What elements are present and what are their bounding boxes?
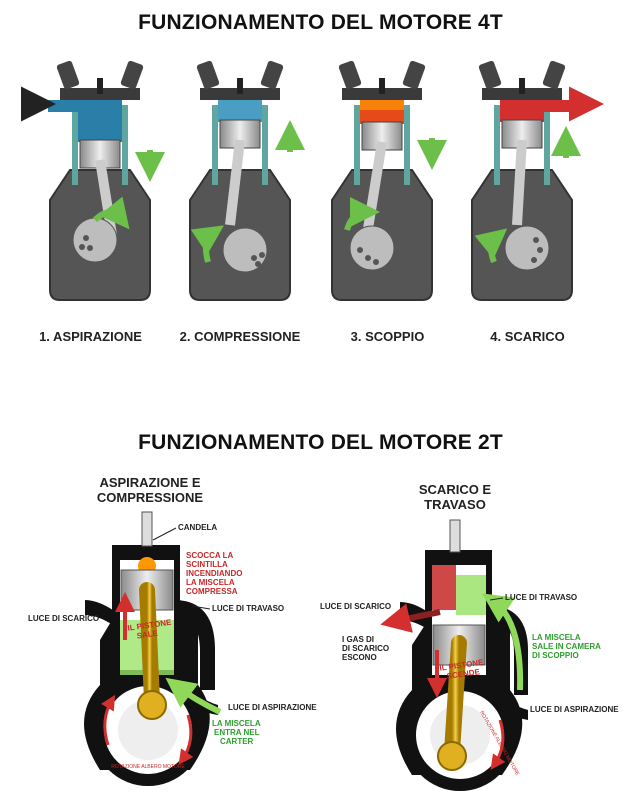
connecting-rod [444,635,467,760]
svg-text:ENTRA NEL: ENTRA NEL [214,728,260,737]
svg-text:INCENDIANDO: INCENDIANDO [186,569,242,578]
exhaust-gas-arrow [380,603,441,633]
rotation-arrow [92,196,130,230]
label-miscela-camera: LA MISCELA SALE IN CAMERA DI SCOPPIO [532,633,601,660]
svg-text:DI SCARICO: DI SCARICO [342,644,389,653]
cylinder-wall-left [72,105,78,185]
engine-2t-scarico: SCARICO E TRAVASO LUCE DI SCARICO LUCE D… [320,482,619,791]
label-luce-travaso-right: LUCE DI TRAVASO [505,593,577,602]
label-scintilla: SCOCCA LA SCINTILLA INCENDIANDO LA MISCE… [186,551,242,596]
intake-mixture-arrow [165,677,222,715]
rotation-arrow-right [490,719,506,770]
exhaust-valve [120,60,144,90]
engine-2t-aspirazione: ASPIRAZIONE E COMPRESSIONE CANDELA [28,475,317,786]
svg-text:LA MISCELA: LA MISCELA [186,578,235,587]
intake-port [486,690,528,720]
spark-plug [449,519,461,553]
spark-plug [97,78,103,94]
svg-text:SCINTILLA: SCINTILLA [186,560,228,569]
rotation-arrow-left [100,694,116,746]
engine-4t-compressione [189,60,305,301]
svg-text:LA MISCELA: LA MISCELA [212,719,261,728]
crankshaft [504,225,550,271]
stage-label-aspirazione: 1. ASPIRAZIONE [39,329,142,344]
combustion-chamber [218,100,262,122]
label-luce-aspirazione-right: LUCE DI ASPIRAZIONE [530,705,619,714]
label-luce-scarico-right: LUCE DI SCARICO [320,602,391,611]
rotation-arrow [344,197,380,231]
exhaust-port [544,100,572,112]
engine-4t-scarico [471,60,604,301]
intake-port [48,100,78,112]
exhaust-port [85,600,120,630]
svg-text:ESCONO: ESCONO [342,653,377,662]
svg-text:LA MISCELA: LA MISCELA [532,633,581,642]
label-miscela-carter: LA MISCELA ENTRA NEL CARTER [212,719,261,746]
rotation-arrow [474,228,508,264]
title-4t: FUNZIONAMENTO DEL MOTORE 4T [138,11,503,34]
intake-valve [56,60,80,90]
combustion-chamber [500,100,544,122]
heading-right-line2: TRAVASO [424,497,486,512]
svg-text:COMPRESSA: COMPRESSA [186,587,238,596]
connecting-rod [512,139,527,226]
rotation-arrow [190,225,224,263]
crankshaft [72,217,118,263]
transfer-port [174,600,215,690]
svg-text:SALE IN CAMERA: SALE IN CAMERA [532,642,601,651]
combustion-chamber [78,100,122,142]
transfer-mixture-arrow [482,593,524,691]
label-rotazione-left: ROTAZIONE ALBERO MOTORE [111,764,185,770]
heading-right-line1: SCARICO E [419,482,492,497]
stage-label-scoppio: 3. SCOPPIO [350,329,425,344]
heading-left-line2: COMPRESSIONE [97,490,204,505]
rotation-arrow-right [178,714,194,765]
svg-text:DI SCOPPIO: DI SCOPPIO [532,651,579,660]
connecting-rod [139,582,160,708]
spark-plug [141,511,153,547]
svg-text:I GAS DI: I GAS DI [342,635,374,644]
label-candela: CANDELA [178,523,217,532]
exhaust-gas [432,565,456,610]
cylinder-wall-right [122,105,128,185]
title-2t: FUNZIONAMENTO DEL MOTORE 2T [138,431,503,454]
label-gas-scarico: I GAS DI DI SCARICO ESCONO [342,635,389,662]
label-luce-scarico-left: LUCE DI SCARICO [28,614,99,623]
label-luce-travaso-left: LUCE DI TRAVASO [212,604,284,613]
engine-4t-aspirazione [21,60,165,301]
svg-text:CARTER: CARTER [220,737,254,746]
heading-left-line1: ASPIRAZIONE E [99,475,200,490]
stage-label-scarico: 4. SCARICO [490,329,565,344]
engine-4t-scoppio [331,60,447,301]
stage-label-compressione: 2. COMPRESSIONE [179,329,301,344]
fresh-mixture [456,575,486,615]
crankshaft [349,225,395,271]
label-luce-aspirazione-left: LUCE DI ASPIRAZIONE [228,703,317,712]
connecting-rod [225,139,245,226]
svg-text:SCOCCA LA: SCOCCA LA [186,551,233,560]
